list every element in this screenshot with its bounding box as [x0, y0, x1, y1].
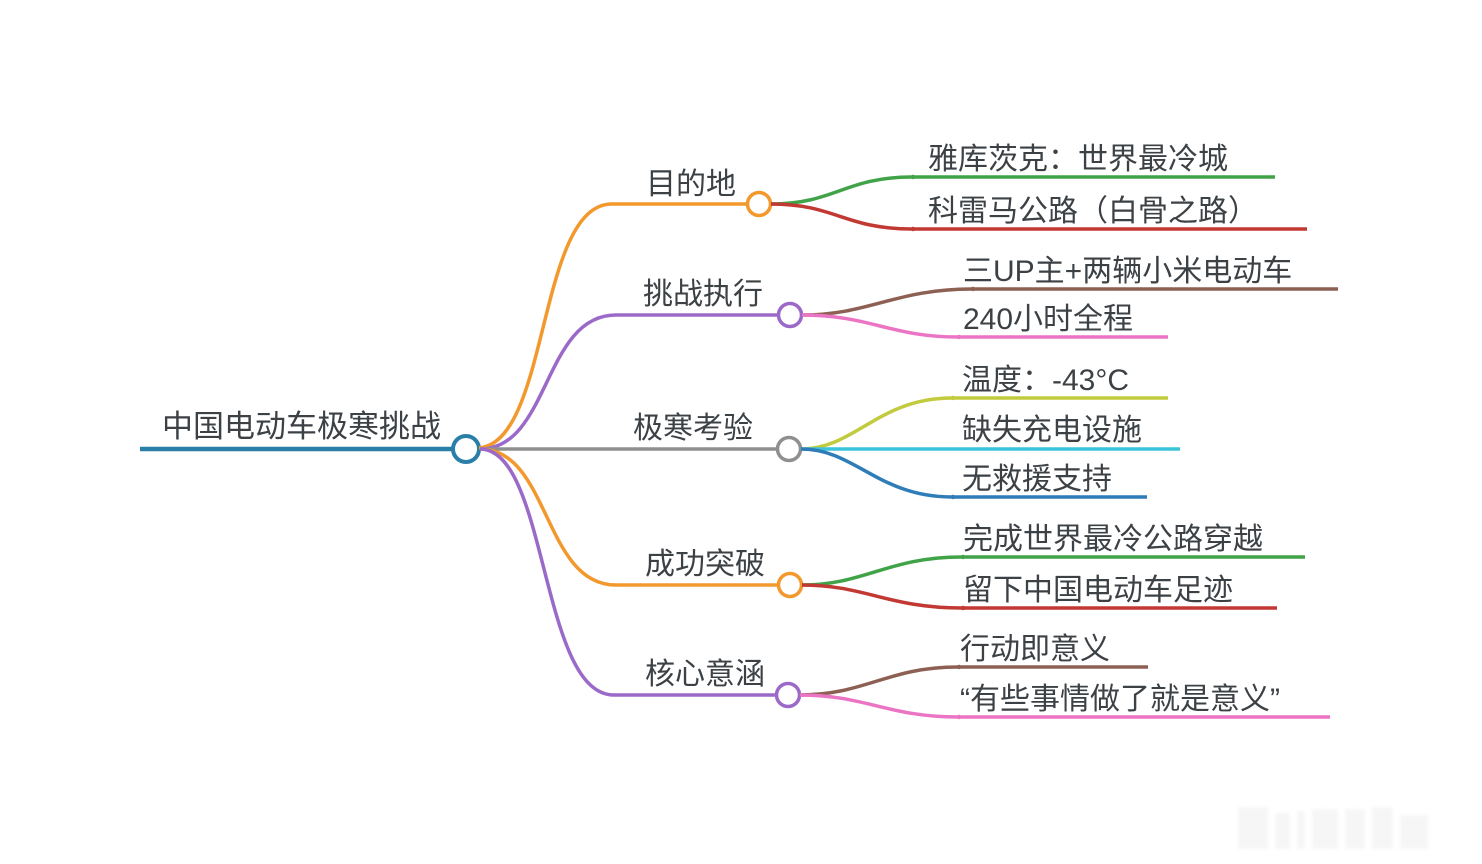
leaf-kolyma-joint-dot	[910, 226, 916, 232]
branch-core-meaning: 核心意涵 行动即意义 “有些事情做了就是意义”	[479, 447, 1330, 720]
leaf-yakutsk-label[interactable]: 雅库茨克：世界最冷城	[928, 143, 1228, 176]
leaf-footprint-joint-dot	[960, 605, 966, 611]
leaf-no-rescue-edge	[800, 447, 1147, 499]
leaf-footprint-edge	[801, 583, 1277, 610]
leaf-action-label[interactable]: 行动即意义	[960, 633, 1110, 666]
branch-destination-handle[interactable]	[745, 190, 773, 218]
branch-execution: 挑战执行 三UP主+两辆小米电动车 240小时全程	[479, 255, 1338, 451]
leaf-crossing-joint-dot	[960, 554, 966, 560]
leaf-temperature-label[interactable]: 温度：-43°C	[962, 364, 1129, 397]
leaf-action-joint-dot	[956, 664, 962, 670]
branch-destination: 目的地 雅库茨克：世界最冷城 科雷马公路（白骨之路）	[478, 143, 1307, 450]
leaf-uploaders-edge	[801, 287, 1338, 317]
watermark	[1238, 799, 1428, 849]
leaf-no-charging-label[interactable]: 缺失充电设施	[962, 414, 1142, 447]
root-label[interactable]: 中国电动车极寒挑战	[162, 409, 441, 444]
leaf-240hours-label[interactable]: 240小时全程	[963, 303, 1133, 336]
branch-core-meaning-edge	[479, 447, 776, 697]
root-node: 中国电动车极寒挑战	[140, 409, 481, 464]
branch-execution-label[interactable]: 挑战执行	[643, 278, 763, 311]
leaf-uploaders-label[interactable]: 三UP主+两辆小米电动车	[963, 255, 1292, 288]
leaf-temperature-joint-dot	[950, 395, 956, 401]
leaf-kolyma-edge	[770, 202, 1307, 231]
root-node-handle[interactable]	[451, 434, 481, 464]
branch-destination-label[interactable]: 目的地	[646, 168, 736, 201]
leaf-crossing-edge	[801, 555, 1305, 587]
branch-breakthrough: 成功突破 完成世界最冷公路穿越 留下中国电动车足迹	[479, 447, 1305, 611]
leaf-temperature-edge	[800, 396, 1168, 451]
branch-cold-test-handle[interactable]	[775, 435, 803, 463]
leaf-quote-edge	[799, 693, 1330, 719]
branch-cold-test-label[interactable]: 极寒考验	[633, 412, 753, 445]
leaf-240hours-edge	[801, 313, 1168, 339]
leaf-yakutsk-edge	[770, 175, 1275, 206]
leaf-uploaders-joint-dot	[970, 286, 976, 292]
leaf-no-rescue-joint-dot	[950, 494, 956, 500]
leaf-crossing-label[interactable]: 完成世界最冷公路穿越	[963, 523, 1263, 556]
leaf-footprint-label[interactable]: 留下中国电动车足迹	[963, 574, 1233, 607]
leaf-quote-joint-dot	[956, 714, 962, 720]
leaf-action-edge	[799, 665, 1148, 697]
leaf-kolyma-label[interactable]: 科雷马公路（白骨之路）	[928, 195, 1258, 228]
leaf-240hours-joint-dot	[956, 334, 962, 340]
branch-core-meaning-label[interactable]: 核心意涵	[645, 658, 765, 691]
branch-breakthrough-label[interactable]: 成功突破	[645, 548, 765, 581]
branch-breakthrough-edge	[479, 447, 778, 587]
branch-execution-handle[interactable]	[776, 301, 804, 329]
leaf-no-rescue-label[interactable]: 无救援支持	[962, 463, 1112, 496]
branch-breakthrough-handle[interactable]	[776, 571, 804, 599]
branch-core-meaning-handle[interactable]	[774, 681, 802, 709]
leaf-yakutsk-joint-dot	[910, 174, 916, 180]
branch-cold-test: 极寒考验 温度：-43°C 缺失充电设施 无救援支持	[480, 364, 1180, 500]
branch-destination-edge	[478, 202, 747, 450]
leaf-quote-label[interactable]: “有些事情做了就是意义”	[960, 683, 1280, 716]
branch-execution-edge	[479, 313, 778, 451]
